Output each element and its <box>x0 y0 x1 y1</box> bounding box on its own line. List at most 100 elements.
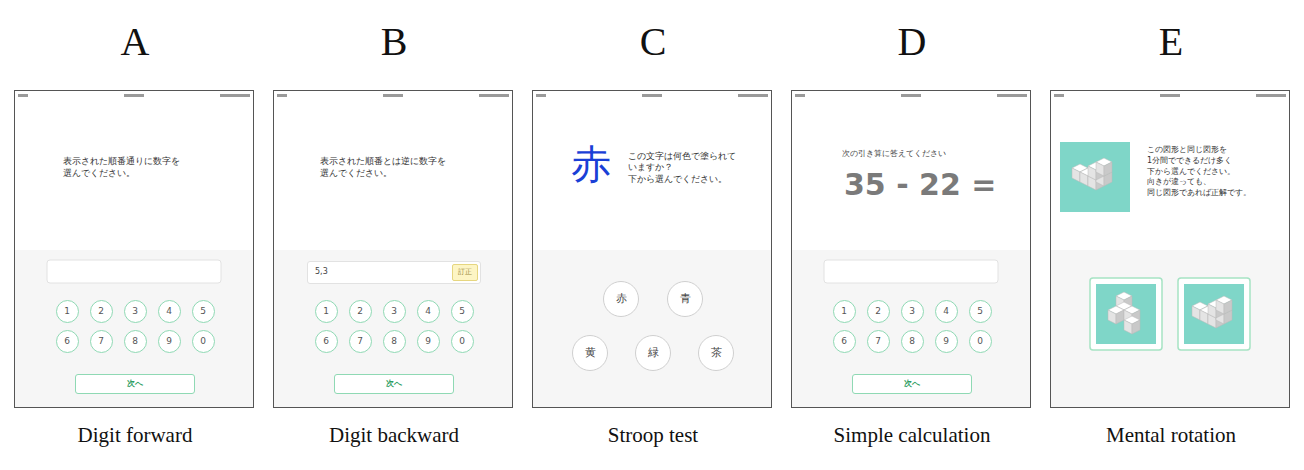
color-choice-button: 黄 <box>572 335 608 371</box>
color-choice-button: 赤 <box>603 281 639 317</box>
tablet-screen: C赤この文字は何色で塗られて いますか？ 下から選んでください。Stroop t… <box>532 90 772 408</box>
key-label: 7 <box>875 335 881 347</box>
screen-e-ground <box>1050 90 1290 408</box>
keypad-key: 2 <box>867 300 890 323</box>
keypad-key: 1 <box>56 300 79 323</box>
panel-caption: Digit forward <box>0 421 285 449</box>
key-label: 4 <box>166 305 172 317</box>
color-name: 赤 <box>616 292 627 307</box>
correct-button: 訂正 <box>452 264 478 281</box>
key-label: 5 <box>977 305 983 317</box>
key-label: 2 <box>875 305 881 317</box>
button-label: 訂正 <box>458 268 472 277</box>
keypad-key: 7 <box>349 330 372 353</box>
key-label: 4 <box>425 305 431 317</box>
keypad-key: 3 <box>383 300 406 323</box>
instruction-text: この図形と同じ図形を 1分間でできるだけ多く 下から選んでください。 向きが違っ… <box>1147 145 1283 199</box>
instruction-text: 次の引き算に答えてください <box>842 149 1012 160</box>
keypad-key: 8 <box>124 330 147 353</box>
key-label: 8 <box>909 335 915 347</box>
color-choice-button: 緑 <box>635 335 671 371</box>
screen-b-ground <box>273 90 513 408</box>
keypad-key: 5 <box>969 300 992 323</box>
keypad-key: 5 <box>451 300 474 323</box>
tablet-screen: Eこの図形と同じ図形を 1分間でできるだけ多く 下から選んでください。 向きが違… <box>1050 90 1290 408</box>
tablet-screen: D次の引き算に答えてください35 - 22 =Simple calculatio… <box>791 90 1031 408</box>
tablet-screen: B表示された順番とは逆に数字を 選んでください。Digit backward5,… <box>273 90 513 408</box>
key-label: 2 <box>98 305 104 317</box>
keypad-key: 9 <box>158 330 181 353</box>
keypad-key: 9 <box>417 330 440 353</box>
color-choice-button: 茶 <box>698 335 734 371</box>
key-label: 8 <box>391 335 397 347</box>
key-label: 3 <box>909 305 915 317</box>
key-label: 2 <box>357 305 363 317</box>
key-label: 3 <box>132 305 138 317</box>
screen-a-ground <box>14 90 254 408</box>
key-label: 4 <box>943 305 949 317</box>
keypad-key: 6 <box>833 330 856 353</box>
keypad-key: 7 <box>90 330 113 353</box>
button-label: 次へ <box>127 379 143 390</box>
keypad-key: 9 <box>935 330 958 353</box>
keypad-key: 7 <box>867 330 890 353</box>
panel-letter: B <box>254 15 534 69</box>
panel-letter: E <box>1031 15 1304 69</box>
key-label: 5 <box>200 305 206 317</box>
keypad-key: 1 <box>833 300 856 323</box>
key-label: 9 <box>943 335 949 347</box>
screen-d-ground <box>791 90 1031 408</box>
tablet-screen: A表示された順番通りに数字を 選んでください。Digit forward1234… <box>14 90 254 408</box>
color-name: 茶 <box>711 346 722 361</box>
answer-input: 5,3 訂正 <box>307 261 481 284</box>
target-figure <box>1060 142 1130 212</box>
keypad-key: 8 <box>901 330 924 353</box>
keypad-key: 4 <box>935 300 958 323</box>
keypad-key: 0 <box>969 330 992 353</box>
key-label: 7 <box>98 335 104 347</box>
color-choice-button: 青 <box>667 281 703 317</box>
color-name: 青 <box>680 292 691 307</box>
keypad-key: 6 <box>315 330 338 353</box>
screen-c-ground <box>532 90 772 408</box>
instruction-text: この文字は何色で塗られて いますか？ 下から選んでください。 <box>628 151 756 185</box>
panel-caption: Simple calculation <box>762 421 1062 449</box>
keypad-key: 0 <box>451 330 474 353</box>
next-button: 次へ <box>334 374 454 394</box>
input-value: 5,3 <box>315 267 328 278</box>
panel-letter: C <box>513 15 793 69</box>
panel-caption: Mental rotation <box>1021 421 1304 449</box>
keypad-key: 1 <box>315 300 338 323</box>
key-label: 6 <box>841 335 847 347</box>
color-name: 黄 <box>585 346 596 361</box>
key-label: 1 <box>841 305 847 317</box>
keypad-key: 8 <box>383 330 406 353</box>
panel-caption: Stroop test <box>503 421 803 449</box>
stimulus-character: 赤 <box>571 137 611 191</box>
keypad-key: 4 <box>417 300 440 323</box>
panel-letter: A <box>0 15 275 69</box>
keypad-key: 6 <box>56 330 79 353</box>
panel-caption: Digit backward <box>244 421 544 449</box>
key-label: 6 <box>64 335 70 347</box>
key-label: 7 <box>357 335 363 347</box>
key-label: 6 <box>323 335 329 347</box>
panel-letter: D <box>772 15 1052 69</box>
key-label: 8 <box>132 335 138 347</box>
keypad-key: 2 <box>90 300 113 323</box>
key-label: 9 <box>425 335 431 347</box>
equation: 35 - 22 = <box>844 165 996 206</box>
keypad-key: 4 <box>158 300 181 323</box>
key-label: 0 <box>977 335 983 347</box>
keypad-key: 3 <box>124 300 147 323</box>
choice-frame <box>1178 278 1250 350</box>
key-label: 1 <box>64 305 70 317</box>
next-button: 次へ <box>75 374 195 394</box>
key-label: 3 <box>391 305 397 317</box>
keypad-key: 2 <box>349 300 372 323</box>
key-label: 0 <box>459 335 465 347</box>
instruction-text: 表示された順番とは逆に数字を 選んでください。 <box>320 155 468 179</box>
instruction-text: 表示された順番通りに数字を 選んでください。 <box>63 155 203 179</box>
